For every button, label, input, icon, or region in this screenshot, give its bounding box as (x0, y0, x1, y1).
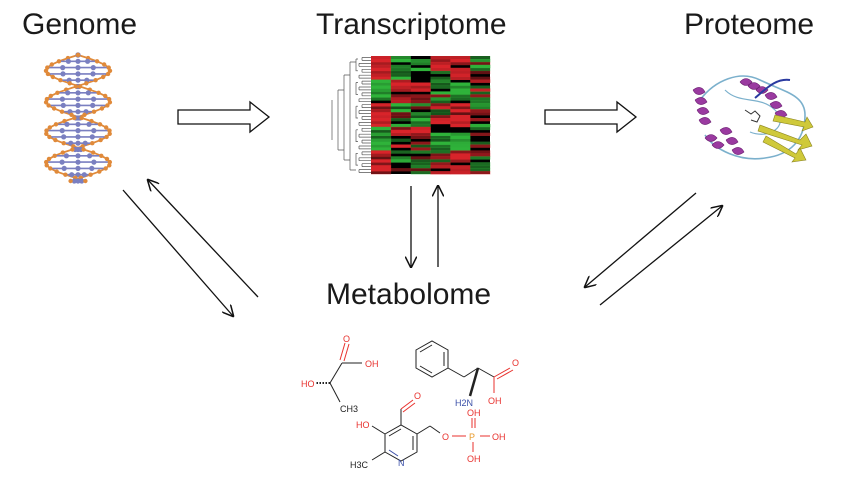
pyridoxal-phosphate-molecule: O HO O P OH OH OH N H3C (350, 391, 506, 470)
svg-text:O: O (343, 334, 350, 344)
lactic-oh: OH (365, 359, 379, 369)
genome-to-transcriptome-arrow (177, 100, 271, 134)
transcriptome-label: Transcriptome (316, 8, 507, 41)
plp-ho: HO (356, 420, 370, 430)
lactic-ch3: CH3 (340, 404, 358, 414)
lactic-ho: HO (301, 379, 315, 389)
svg-text:O: O (414, 391, 421, 401)
plp-p: P (469, 432, 475, 442)
phenylalanine-molecule: O OH H2N (415, 340, 519, 408)
transcriptome-to-proteome-arrow (544, 100, 638, 134)
phe-nh2: H2N (455, 398, 473, 408)
proteome-to-metabolome-arrow (585, 192, 697, 287)
plp-oh3: OH (467, 454, 481, 464)
proteome-label: Proteome (684, 8, 815, 41)
plp-n: N (398, 458, 405, 468)
metabolome-to-genome-arrow (148, 180, 259, 298)
plp-o: O (442, 432, 449, 442)
metabolome-to-proteome-arrow (599, 206, 722, 306)
heatmap-dendrogram-icon (331, 56, 491, 175)
phe-oh: OH (488, 396, 502, 406)
plp-ch3: H3C (350, 460, 369, 470)
lactic-acid-molecule: O OH HO CH3 (301, 334, 379, 414)
genome-label: Genome (22, 8, 138, 41)
plp-oh1: OH (467, 408, 481, 418)
genome-to-metabolome-arrow (122, 189, 233, 316)
protein-ribbon-icon (692, 75, 814, 163)
dna-double-helix-icon (43, 52, 113, 184)
plp-oh2: OH (492, 432, 506, 442)
metabolome-label: Metabolome (326, 278, 492, 311)
svg-text:O: O (512, 358, 519, 368)
